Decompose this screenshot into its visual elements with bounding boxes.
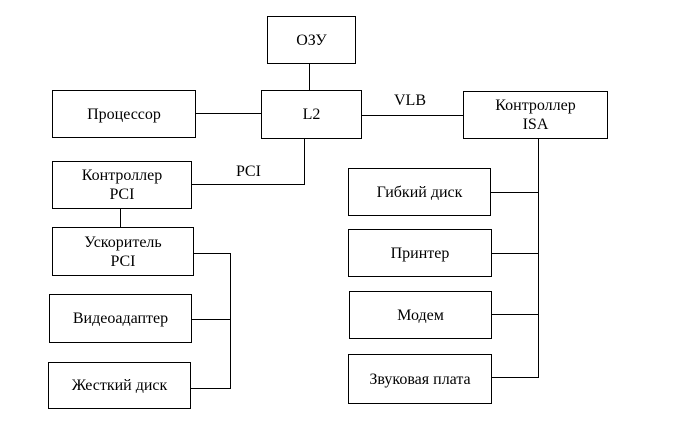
node-l2: L2 bbox=[261, 90, 362, 139]
bus-label-vlb: VLB bbox=[394, 92, 426, 109]
node-isa-controller: Контроллер ISA bbox=[463, 91, 608, 139]
node-hard-disk: Жесткий диск bbox=[48, 362, 191, 409]
node-printer: Принтер bbox=[348, 229, 492, 277]
edge-isa-bus bbox=[491, 139, 539, 378]
node-modem: Модем bbox=[349, 291, 492, 339]
node-pci-controller: Контроллер PCI bbox=[52, 161, 192, 209]
node-cpu: Процессор bbox=[52, 90, 196, 138]
node-pci-accelerator: Ускоритель PCI bbox=[52, 227, 194, 276]
bus-label-pci: PCI bbox=[236, 163, 261, 180]
node-ram: ОЗУ bbox=[267, 16, 356, 64]
node-floppy-disk: Гибкий диск bbox=[348, 168, 491, 216]
node-video-adapter: Видеоадаптер bbox=[49, 294, 192, 343]
edge-accelerator-bus bbox=[190, 253, 231, 389]
node-sound-card: Звуковая плата bbox=[348, 354, 492, 404]
